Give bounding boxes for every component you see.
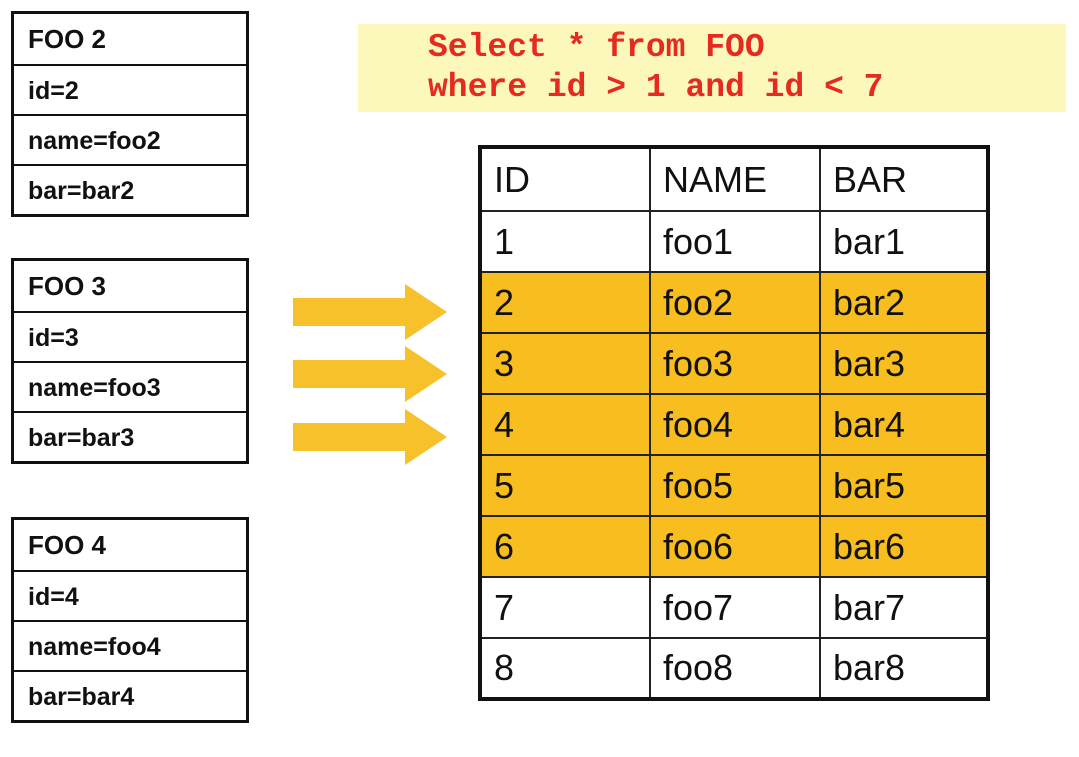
table-row: 6 foo6 bar6 bbox=[479, 515, 989, 578]
column-header-name: NAME bbox=[649, 146, 821, 212]
object-bar-field: bar=bar2 bbox=[14, 164, 246, 214]
right-arrow-icon bbox=[293, 409, 447, 465]
table-row: 2 foo2 bar2 bbox=[479, 271, 989, 334]
foo-table: ID NAME BAR 1 foo1 bar1 2 foo2 bar2 3 fo… bbox=[478, 145, 990, 701]
cell-bar: bar5 bbox=[819, 454, 989, 517]
cell-id: 7 bbox=[479, 576, 651, 639]
object-title: FOO 3 bbox=[28, 271, 107, 301]
cell-id: 6 bbox=[479, 515, 651, 578]
column-header-id: ID bbox=[479, 146, 651, 212]
table-row: 1 foo1 bar1 bbox=[479, 210, 989, 273]
object-name-field: name=foo2 bbox=[14, 114, 246, 164]
cell-id: 8 bbox=[479, 637, 651, 700]
object-box-foo2: FOO 2 id=2 name=foo2 bar=bar2 bbox=[11, 11, 249, 217]
object-id-field: id=2 bbox=[14, 64, 246, 114]
object-id-field: id=4 bbox=[14, 570, 246, 620]
object-title: FOO 2 bbox=[28, 24, 107, 54]
cell-name: foo5 bbox=[649, 454, 821, 517]
cell-bar: bar2 bbox=[819, 271, 989, 334]
cell-bar: bar6 bbox=[819, 515, 989, 578]
object-id-field: id=3 bbox=[14, 311, 246, 361]
table-row: 7 foo7 bar7 bbox=[479, 576, 989, 639]
cell-id: 5 bbox=[479, 454, 651, 517]
cell-id: 3 bbox=[479, 332, 651, 395]
column-header-bar: BAR bbox=[819, 146, 989, 212]
cell-id: 4 bbox=[479, 393, 651, 456]
table-row: 3 foo3 bar3 bbox=[479, 332, 989, 395]
right-arrow-icon bbox=[293, 346, 447, 402]
cell-name: foo6 bbox=[649, 515, 821, 578]
cell-bar: bar3 bbox=[819, 332, 989, 395]
cell-bar: bar1 bbox=[819, 210, 989, 273]
cell-name: foo3 bbox=[649, 332, 821, 395]
sql-query-line-1: Select * from FOO bbox=[428, 29, 765, 66]
cell-bar: bar7 bbox=[819, 576, 989, 639]
cell-name: foo2 bbox=[649, 271, 821, 334]
cell-bar: bar4 bbox=[819, 393, 989, 456]
sql-query-banner: Select * from FOO where id > 1 and id < … bbox=[358, 24, 1066, 112]
table-row: 8 foo8 bar8 bbox=[479, 637, 989, 700]
object-title: FOO 4 bbox=[28, 530, 107, 560]
object-bar-field: bar=bar4 bbox=[14, 670, 246, 720]
object-box-foo4: FOO 4 id=4 name=foo4 bar=bar4 bbox=[11, 517, 249, 723]
cell-name: foo1 bbox=[649, 210, 821, 273]
cell-name: foo4 bbox=[649, 393, 821, 456]
object-name-field: name=foo3 bbox=[14, 361, 246, 411]
table-header-row: ID NAME BAR bbox=[479, 146, 989, 212]
object-box-foo3: FOO 3 id=3 name=foo3 bar=bar3 bbox=[11, 258, 249, 464]
table-row: 5 foo5 bar5 bbox=[479, 454, 989, 517]
object-name-field: name=foo4 bbox=[14, 620, 246, 670]
cell-id: 1 bbox=[479, 210, 651, 273]
cell-id: 2 bbox=[479, 271, 651, 334]
sql-query-line-2: where id > 1 and id < 7 bbox=[428, 69, 884, 106]
cell-bar: bar8 bbox=[819, 637, 989, 700]
cell-name: foo7 bbox=[649, 576, 821, 639]
object-bar-field: bar=bar3 bbox=[14, 411, 246, 461]
cell-name: foo8 bbox=[649, 637, 821, 700]
table-row: 4 foo4 bar4 bbox=[479, 393, 989, 456]
right-arrow-icon bbox=[293, 284, 447, 340]
